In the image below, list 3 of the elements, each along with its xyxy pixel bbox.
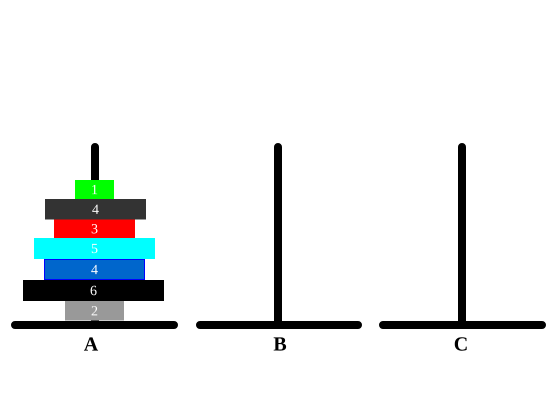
peg-letter: A [84,337,98,351]
peg-letter: C [454,337,467,351]
peg-letter: B [274,337,286,351]
